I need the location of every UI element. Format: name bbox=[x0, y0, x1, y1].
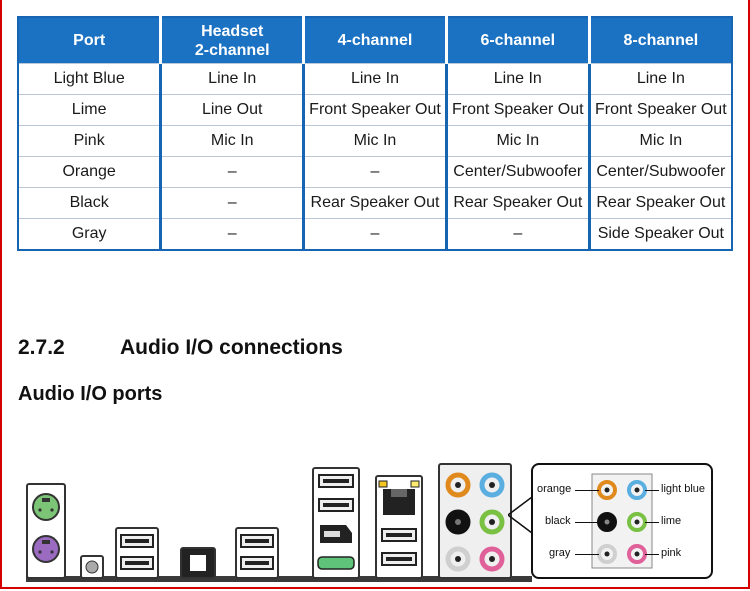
legend-jacks-icon bbox=[591, 473, 653, 569]
table-row: Orange – – Center/Subwoofer Center/Subwo… bbox=[17, 156, 733, 188]
lan-usb-icon bbox=[378, 480, 420, 566]
ps2-ports-icon bbox=[32, 493, 60, 563]
table-row: Gray – – – Side Speaker Out bbox=[17, 218, 733, 251]
panel-base bbox=[26, 576, 532, 582]
leader-line bbox=[645, 490, 659, 491]
legend-black-label: black bbox=[545, 515, 571, 527]
cell: Line In bbox=[587, 63, 733, 95]
header-port: Port bbox=[18, 17, 162, 64]
audio-port-legend: orange light blue black lime gray pink bbox=[531, 463, 713, 579]
optical-port bbox=[180, 547, 216, 579]
usb-block-2 bbox=[235, 527, 279, 579]
cell: Line In bbox=[302, 63, 447, 95]
cell-port: Pink bbox=[17, 125, 162, 157]
leader-line bbox=[645, 554, 659, 555]
cell: Rear Speaker Out bbox=[444, 187, 590, 219]
header-6ch: 6-channel bbox=[444, 17, 591, 64]
usb-firewire-block bbox=[312, 467, 360, 579]
rear-io-panel-illustration: orange light blue black lime gray pink bbox=[20, 455, 720, 591]
cell: – bbox=[302, 218, 447, 251]
cell: Mic In bbox=[302, 125, 447, 157]
cell: Mic In bbox=[444, 125, 590, 157]
cell-port: Orange bbox=[17, 156, 162, 188]
cell: – bbox=[159, 218, 305, 251]
clr-cmos-button bbox=[80, 555, 104, 579]
usb-ports-icon bbox=[120, 534, 154, 570]
cell: Line In bbox=[159, 63, 305, 95]
cell: Mic In bbox=[159, 125, 305, 157]
usb-block-1 bbox=[115, 527, 159, 579]
cell: Rear Speaker Out bbox=[587, 187, 733, 219]
cell: Rear Speaker Out bbox=[302, 187, 447, 219]
section-number: 2.7.2 bbox=[18, 336, 65, 359]
audio-jacks-block bbox=[438, 463, 512, 579]
cell: Side Speaker Out bbox=[587, 218, 733, 251]
callout-pointer-icon bbox=[508, 496, 533, 534]
leader-line bbox=[575, 490, 599, 491]
table-row: Pink Mic In Mic In Mic In Mic In bbox=[17, 125, 733, 157]
legend-pink-label: pink bbox=[661, 547, 682, 559]
optical-icon bbox=[190, 555, 206, 571]
cell: – bbox=[159, 156, 305, 188]
table-row: Lime Line Out Front Speaker Out Front Sp… bbox=[17, 94, 733, 126]
lan-usb-block bbox=[375, 475, 423, 579]
cell: Front Speaker Out bbox=[444, 94, 590, 126]
audio-jacks-icon bbox=[445, 472, 505, 572]
cell: – bbox=[159, 187, 305, 219]
cell: Line In bbox=[444, 63, 590, 95]
cell-port: Gray bbox=[17, 218, 162, 251]
legend-light-blue-label: light blue bbox=[661, 483, 706, 495]
ps2-block bbox=[26, 483, 66, 579]
table-row: Light Blue Line In Line In Line In Line … bbox=[17, 63, 733, 95]
button-icon bbox=[85, 560, 99, 574]
cell-port: Lime bbox=[17, 94, 162, 126]
section-title: Audio I/O connections bbox=[120, 336, 343, 359]
cell-port: Light Blue bbox=[17, 63, 162, 95]
leader-line bbox=[575, 522, 599, 523]
header-8ch: 8-channel bbox=[587, 17, 732, 64]
cell: Front Speaker Out bbox=[587, 94, 733, 126]
legend-orange-label: orange bbox=[537, 483, 572, 495]
usb-ports-icon bbox=[240, 534, 274, 570]
cell-port: Black bbox=[17, 187, 162, 219]
cell: – bbox=[302, 156, 447, 188]
cell: Center/Subwoofer bbox=[444, 156, 590, 188]
cell: Center/Subwoofer bbox=[587, 156, 733, 188]
table-row: Black – Rear Speaker Out Rear Speaker Ou… bbox=[17, 187, 733, 219]
leader-line bbox=[575, 554, 599, 555]
legend-gray-label: gray bbox=[549, 547, 571, 559]
cell: Front Speaker Out bbox=[302, 94, 447, 126]
cell: – bbox=[444, 218, 590, 251]
header-4ch: 4-channel bbox=[302, 17, 448, 64]
leader-line bbox=[645, 522, 659, 523]
usb-firewire-icon bbox=[317, 474, 355, 570]
legend-lime-label: lime bbox=[661, 515, 682, 527]
cell: Mic In bbox=[587, 125, 733, 157]
cell: Line Out bbox=[159, 94, 305, 126]
subsection-title: Audio I/O ports bbox=[18, 383, 163, 405]
